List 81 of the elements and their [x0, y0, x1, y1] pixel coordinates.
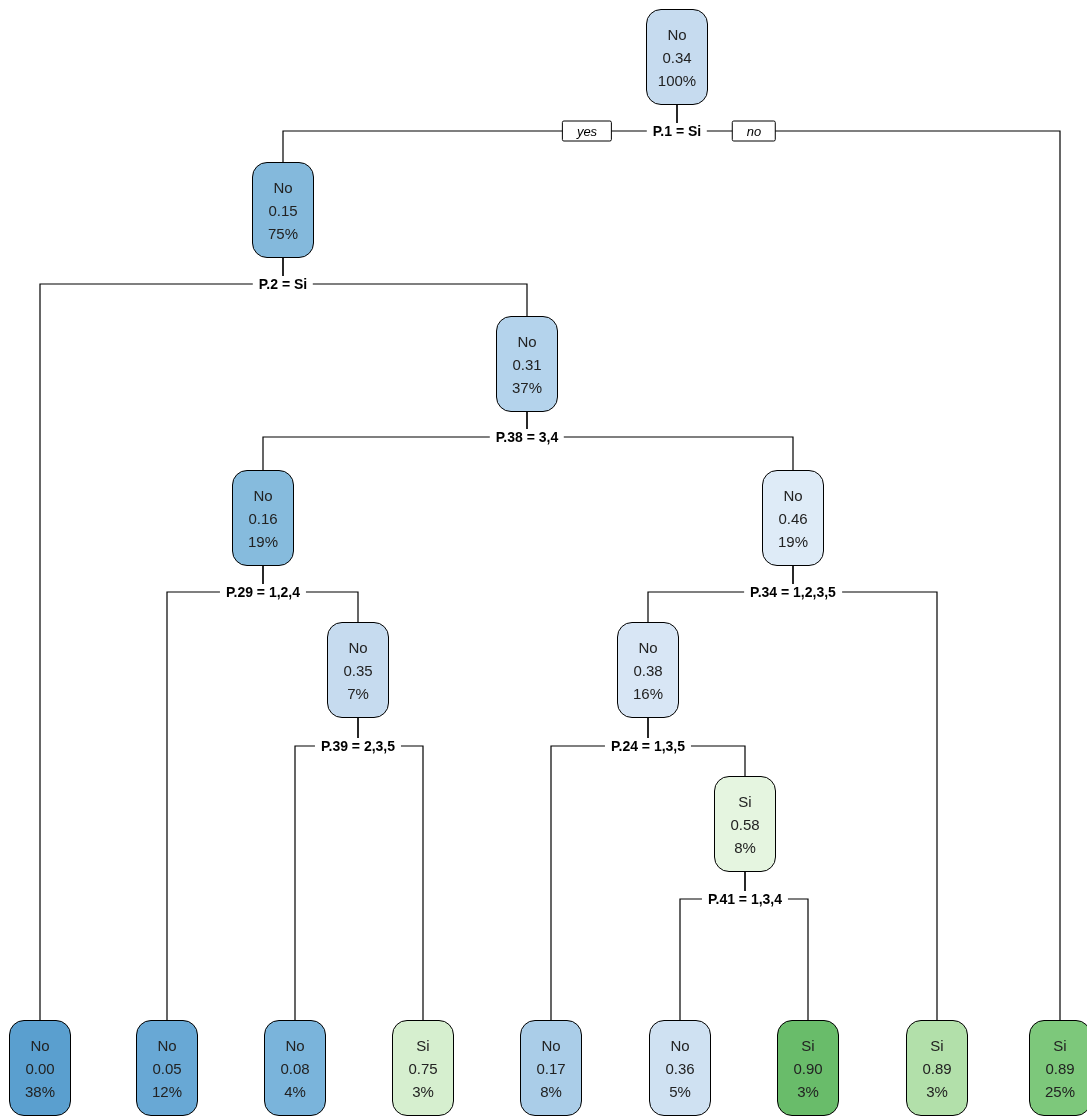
node-text: Si: [738, 791, 752, 812]
tree-node: [777, 1020, 839, 1116]
node-text: 0.00: [25, 1058, 55, 1079]
split-label: P.38 = 3,4: [489, 429, 565, 445]
node-text: No: [253, 485, 273, 506]
tree-node: [136, 1020, 198, 1116]
node-text: 3%: [412, 1081, 434, 1102]
node-text: 0.36: [665, 1058, 695, 1079]
split-label: P.1 = Si: [646, 123, 708, 139]
split-label: P.2 = Si: [252, 276, 314, 292]
node-text: No: [348, 637, 368, 658]
node-text: 7%: [347, 683, 369, 704]
node-text: 16%: [633, 683, 663, 704]
node-text: 3%: [797, 1081, 819, 1102]
node-text: No: [157, 1035, 177, 1056]
node-text: 38%: [25, 1081, 55, 1102]
split-label: P.39 = 2,3,5: [314, 738, 402, 754]
tree-node: [252, 162, 314, 258]
node-text: 0.46: [778, 508, 808, 529]
node-text: No: [783, 485, 803, 506]
node-text: No: [638, 637, 658, 658]
node-text: No: [273, 177, 293, 198]
node-text: 8%: [734, 837, 756, 858]
node-text: 0.89: [1045, 1058, 1075, 1079]
node-text: No: [517, 331, 537, 352]
node-text: No: [30, 1035, 50, 1056]
node-text: 4%: [284, 1081, 306, 1102]
split-label: P.29 = 1,2,4: [219, 584, 307, 600]
node-text: 0.31: [512, 354, 542, 375]
branch-line: [676, 104, 1061, 1021]
node-text: 0.89: [922, 1058, 952, 1079]
node-text: 5%: [669, 1081, 691, 1102]
edge-label: no: [731, 120, 777, 142]
branch-line: [282, 257, 528, 317]
node-text: 0.15: [268, 200, 298, 221]
node-text: Si: [801, 1035, 815, 1056]
tree-node: [646, 9, 708, 105]
tree-node: [617, 622, 679, 718]
node-text: 19%: [248, 531, 278, 552]
node-text: 8%: [540, 1081, 562, 1102]
tree-node: [906, 1020, 968, 1116]
node-text: 12%: [152, 1081, 182, 1102]
branch-line: [792, 565, 938, 1021]
tree-node: [649, 1020, 711, 1116]
node-text: 75%: [268, 223, 298, 244]
node-text: 0.17: [536, 1058, 566, 1079]
tree-node: [762, 470, 824, 566]
edge-label: yes: [561, 120, 613, 142]
tree-node: [496, 316, 558, 412]
node-text: Si: [1053, 1035, 1067, 1056]
node-text: No: [670, 1035, 690, 1056]
node-text: 19%: [778, 531, 808, 552]
node-text: 0.58: [730, 814, 760, 835]
tree-node: [232, 470, 294, 566]
node-text: 0.35: [343, 660, 373, 681]
tree-node: [520, 1020, 582, 1116]
node-text: 0.75: [408, 1058, 438, 1079]
node-text: No: [285, 1035, 305, 1056]
tree-node: [327, 622, 389, 718]
node-text: 0.05: [152, 1058, 182, 1079]
node-text: 3%: [926, 1081, 948, 1102]
node-text: 100%: [657, 70, 697, 91]
split-label: P.34 = 1,2,3,5: [744, 584, 842, 600]
tree-node: [9, 1020, 71, 1116]
node-text: Si: [416, 1035, 430, 1056]
node-text: 0.90: [793, 1058, 823, 1079]
node-text: No: [541, 1035, 561, 1056]
tree-node: [392, 1020, 454, 1116]
tree-node: [714, 776, 776, 872]
node-text: 0.16: [248, 508, 278, 529]
node-text: 25%: [1045, 1081, 1075, 1102]
tree-node: [264, 1020, 326, 1116]
node-text: No: [667, 24, 687, 45]
node-text: 37%: [512, 377, 542, 398]
split-label: P.24 = 1,3,5: [604, 738, 692, 754]
node-text: 0.34: [662, 47, 692, 68]
node-text: Si: [930, 1035, 944, 1056]
node-text: 0.38: [633, 660, 663, 681]
split-label: P.41 = 1,3,4: [701, 891, 789, 907]
tree-node: [1029, 1020, 1087, 1116]
node-text: 0.08: [280, 1058, 310, 1079]
